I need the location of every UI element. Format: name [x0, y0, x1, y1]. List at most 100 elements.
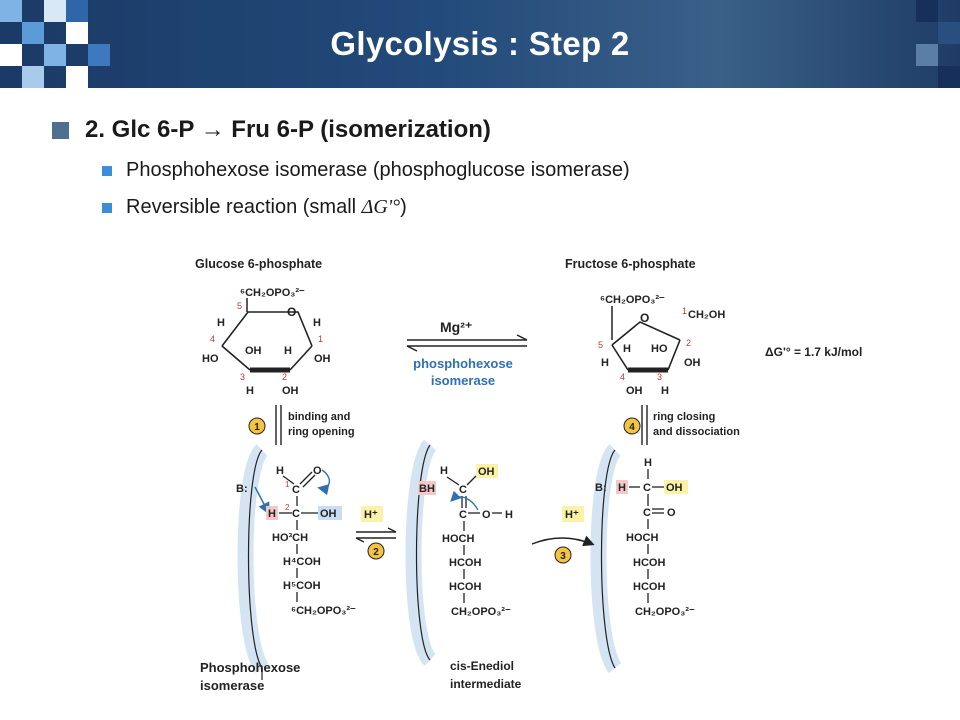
square-bullet-icon: [102, 165, 112, 176]
svg-text:H: H: [268, 508, 276, 520]
svg-text:⁶CH₂OPO₃²⁻: ⁶CH₂OPO₃²⁻: [600, 294, 665, 306]
svg-text:HOCH: HOCH: [442, 533, 474, 545]
svg-text:1: 1: [318, 334, 323, 344]
svg-text:OH: OH: [282, 385, 299, 397]
svg-text:C: C: [292, 484, 300, 496]
svg-text:H: H: [217, 317, 225, 329]
step-1-badge: [248, 417, 266, 435]
step-4-arrow: [641, 405, 648, 445]
delta-g-symbol: ΔG'°: [361, 196, 401, 218]
svg-text:OH: OH: [626, 385, 643, 397]
svg-text:CH₂OPO₃²⁻: CH₂OPO₃²⁻: [451, 606, 511, 618]
svg-text:CH₂OH: CH₂OH: [688, 309, 725, 321]
enzyme-bottom-label: Phosphohexose: [200, 660, 300, 675]
main-bullet-text: 2. Glc 6-P → Fru 6-P (isomerization): [85, 116, 491, 144]
svg-text:OH: OH: [666, 482, 683, 494]
svg-text:HO: HO: [651, 343, 668, 355]
svg-text:⁶CH₂OPO₃²⁻: ⁶CH₂OPO₃²⁻: [240, 287, 305, 299]
enzyme-bottom-label: isomerase: [200, 678, 264, 693]
svg-text:HO³CH: HO³CH: [272, 532, 308, 544]
svg-text:H: H: [276, 465, 284, 477]
svg-text:B:: B:: [236, 483, 248, 495]
svg-text:OH: OH: [245, 345, 262, 357]
svg-text:H: H: [644, 457, 652, 469]
sub-bullet: Phosphohexose isomerase (phosphoglucose …: [102, 159, 630, 182]
step-3-arrow: [531, 535, 595, 547]
sub-bullet-text: Reversible reaction (small ΔG'°): [126, 196, 407, 219]
step-1-number: 1: [254, 422, 260, 433]
svg-text:2: 2: [282, 372, 287, 382]
svg-text:HCOH: HCOH: [449, 557, 481, 569]
step-4-badge: [623, 417, 641, 435]
svg-text:BH: BH: [419, 483, 435, 495]
svg-text:OH: OH: [320, 508, 337, 520]
enzyme-surface: [590, 444, 622, 673]
sub-bullet: Reversible reaction (small ΔG'°): [102, 196, 407, 219]
svg-text:OH: OH: [684, 357, 701, 369]
svg-text:3: 3: [657, 372, 662, 382]
svg-text:CH₂OPO₃²⁻: CH₂OPO₃²⁻: [635, 606, 695, 618]
svg-text:C: C: [459, 509, 467, 521]
svg-text:1: 1: [682, 306, 687, 316]
open-chain-glucose: B: H C 1 O H C 2 OH HO³CH H⁴COH H⁵COH ⁶C…: [236, 465, 356, 617]
svg-text:4: 4: [620, 372, 625, 382]
svg-text:H: H: [440, 465, 448, 477]
svg-text:H: H: [313, 317, 321, 329]
svg-text:O: O: [313, 465, 322, 477]
svg-text:H: H: [601, 357, 609, 369]
enediol-intermediate: H OH BH C C O H HOCH HCOH HCOH CH₂OPO₃²⁻: [418, 464, 513, 618]
svg-text:O: O: [640, 311, 649, 325]
step-2-badge: [367, 542, 385, 560]
main-bullet: 2. Glc 6-P → Fru 6-P (isomerization): [52, 116, 491, 144]
svg-text:H⁴COH: H⁴COH: [283, 556, 321, 568]
right-arrow-icon: →: [200, 116, 225, 143]
delta-g-value: ΔG'° = 1.7 kJ/mol: [765, 345, 862, 359]
title-bar: [0, 0, 960, 88]
glucose-ring-structure: ⁶CH₂OPO₃²⁻ 5 O H 4 HO OH H H 1 OH 3 2 H …: [202, 287, 331, 397]
main-bullet-prefix: 2. Glc 6-P: [85, 116, 201, 143]
svg-text:O: O: [287, 305, 296, 319]
svg-text:HOCH: HOCH: [626, 532, 658, 544]
svg-text:4: 4: [210, 334, 215, 344]
step-2-number: 2: [373, 547, 379, 558]
square-bullet-icon: [102, 202, 112, 213]
sub-bullet-prefix: Reversible reaction (small: [126, 196, 362, 218]
h-plus-label: H⁺: [565, 509, 579, 521]
step-4-label: ring closing: [653, 411, 715, 423]
intermediate-label: cis-Enediol: [450, 659, 514, 673]
step-1-label: ring opening: [288, 426, 355, 438]
svg-text:C: C: [459, 484, 467, 496]
step-1-label: binding and: [288, 411, 350, 423]
sub-bullet-suffix: ): [400, 196, 407, 218]
enzyme-label: phosphohexose: [413, 356, 513, 371]
main-bullet-suffix: Fru 6-P (isomerization): [224, 116, 491, 143]
svg-text:H: H: [661, 385, 669, 397]
step-3-badge: [554, 546, 572, 564]
h-plus-label: H⁺: [364, 509, 378, 521]
svg-text:H: H: [618, 482, 626, 494]
square-bullet-icon: [52, 121, 69, 139]
svg-text:2: 2: [285, 503, 290, 512]
open-chain-fructose: H B: H C OH C O HOCH HCOH HCOH CH₂OPO₃²⁻: [595, 457, 695, 618]
svg-text:HCOH: HCOH: [633, 581, 665, 593]
svg-text:3: 3: [240, 372, 245, 382]
svg-text:5: 5: [237, 301, 242, 311]
step-3-number: 3: [560, 551, 566, 562]
svg-text:2: 2: [686, 338, 691, 348]
svg-text:HO: HO: [202, 353, 219, 365]
svg-text:O: O: [667, 507, 676, 519]
svg-text:H: H: [505, 509, 513, 521]
svg-text:B:: B:: [595, 482, 607, 494]
svg-text:5: 5: [598, 340, 603, 350]
enzyme-label: isomerase: [431, 373, 495, 388]
svg-text:H: H: [246, 385, 254, 397]
svg-text:OH: OH: [314, 353, 331, 365]
fructose-label: Fructose 6-phosphate: [565, 257, 696, 271]
step-4-number: 4: [629, 422, 635, 433]
h-plus-highlight: [361, 506, 383, 522]
right-checker-decoration: [916, 0, 960, 88]
svg-text:OH: OH: [478, 466, 495, 478]
svg-text:C: C: [292, 508, 300, 520]
svg-text:HCOH: HCOH: [633, 557, 665, 569]
